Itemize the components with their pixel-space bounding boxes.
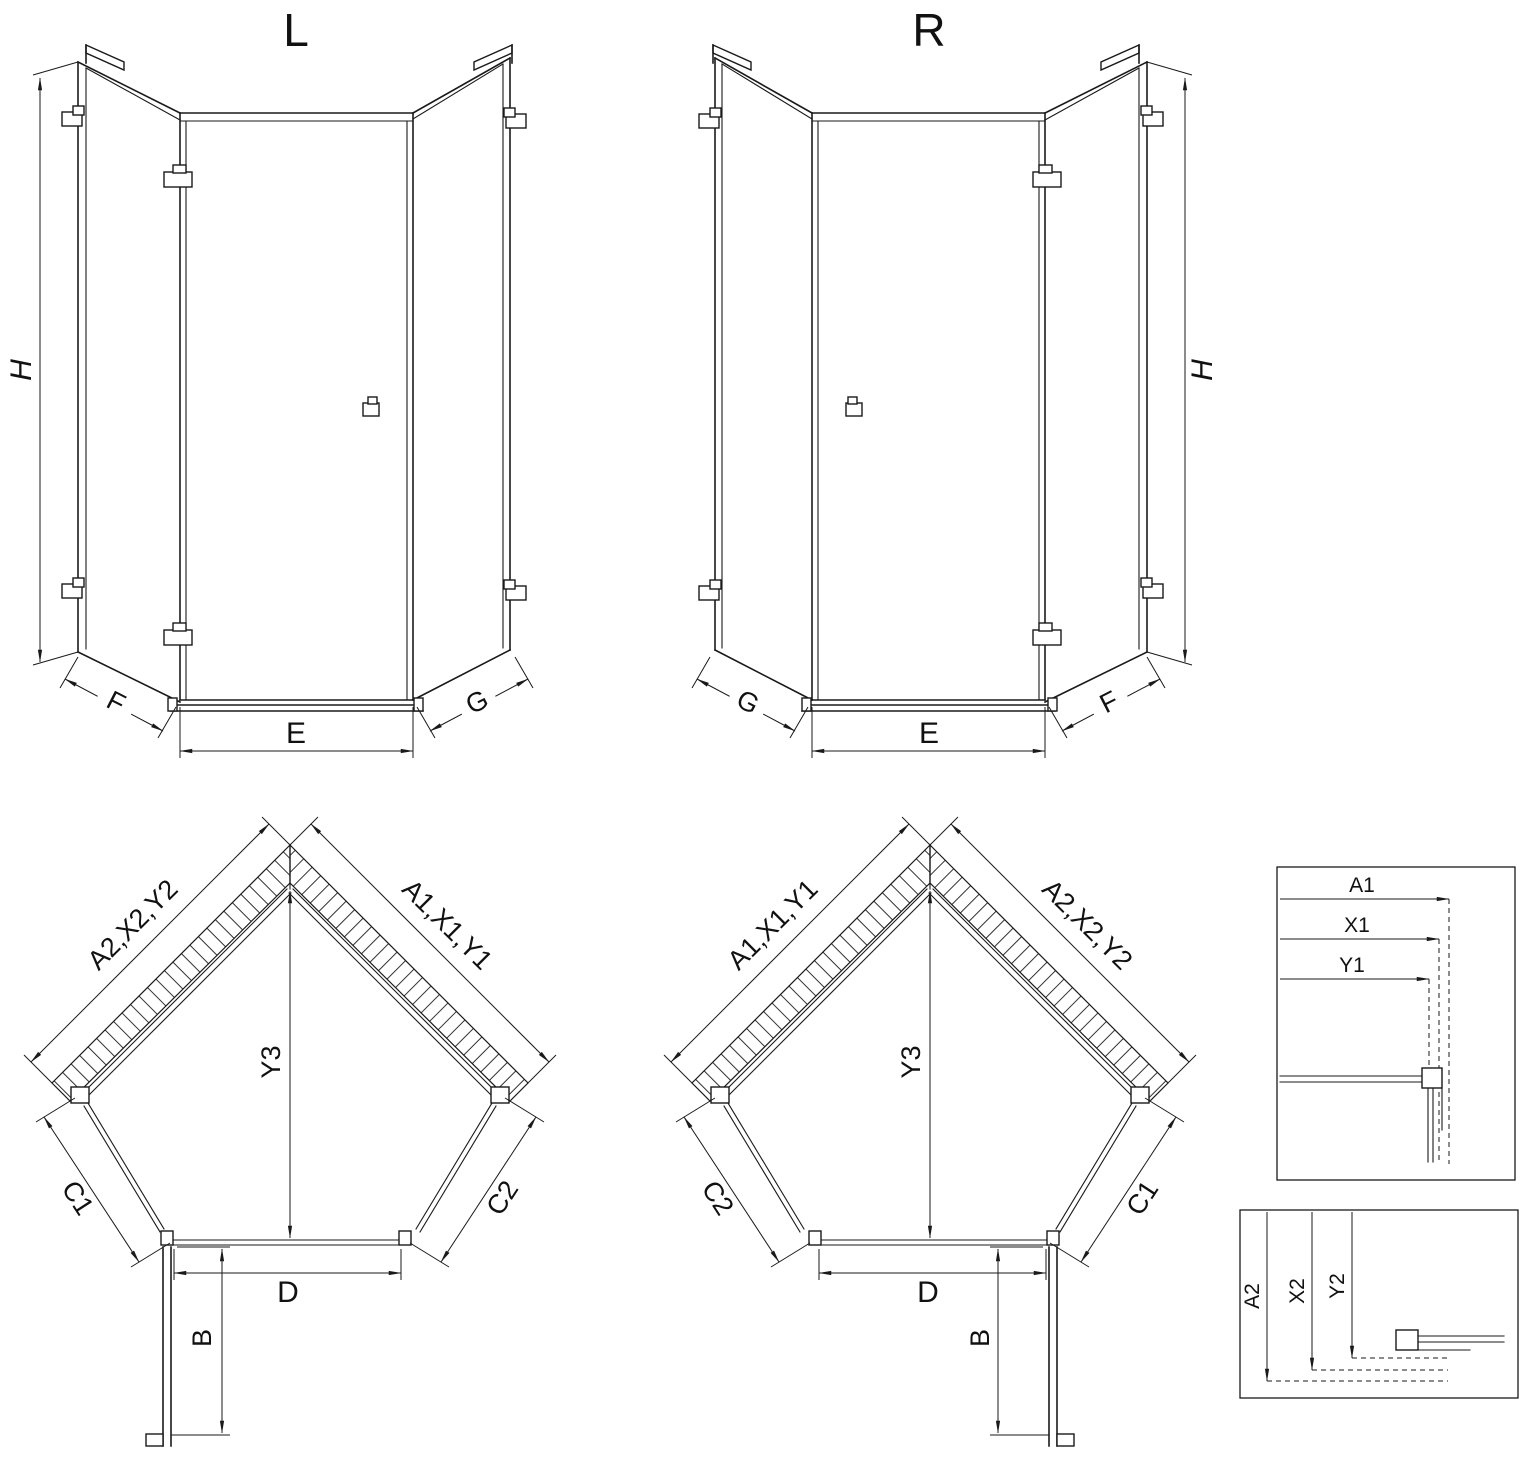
dim-label-d-lplan: D [277, 1276, 299, 1309]
plan-view-left-variant [24, 817, 556, 1446]
front-view-right-variant [692, 45, 1192, 758]
detail-label-y2: Y2 [1326, 1273, 1349, 1299]
dim-label-y3-rplan: Y3 [896, 1045, 926, 1078]
wall-profile-detail [1421, 1067, 1443, 1163]
dim-label-h-left: H [5, 359, 38, 381]
dim-label-c1-lplan: C1 [56, 1175, 100, 1220]
detail-label-a1: A1 [1349, 874, 1375, 897]
dim-label-e-right: E [919, 717, 939, 750]
detail-label-x1: X1 [1344, 914, 1370, 937]
dim-label-h-right: H [1186, 359, 1219, 381]
dim-label-g-right: G [725, 680, 772, 723]
title-right-variant: R [912, 4, 945, 56]
dim-label-b-rplan: B [965, 1329, 995, 1347]
dim-label-g-left: G [453, 680, 500, 723]
detail-label-x2: X2 [1286, 1278, 1309, 1304]
dim-label-e-left: E [286, 717, 306, 750]
dim-label-b-lplan: B [187, 1329, 217, 1347]
front-view-left-variant [33, 45, 533, 758]
dim-label-f-right: F [1085, 680, 1132, 723]
plan-view-right-variant [664, 817, 1196, 1446]
title-left-variant: L [283, 4, 309, 56]
wall-profile-detail [1395, 1329, 1505, 1351]
detail-box-horizontal [1276, 866, 1516, 1181]
detail-box-vertical [1239, 1209, 1519, 1399]
dim-label-d-rplan: D [917, 1276, 939, 1309]
dim-label-c2-rplan: C2 [696, 1175, 740, 1220]
dim-label-f-left: F [93, 680, 140, 723]
detail-label-a2: A2 [1241, 1283, 1264, 1309]
dim-label-y3-lplan: Y3 [256, 1045, 286, 1078]
dim-label-c1-rplan: C1 [1120, 1175, 1164, 1220]
dim-label-c2-lplan: C2 [480, 1175, 524, 1220]
detail-label-y1: Y1 [1339, 954, 1365, 977]
